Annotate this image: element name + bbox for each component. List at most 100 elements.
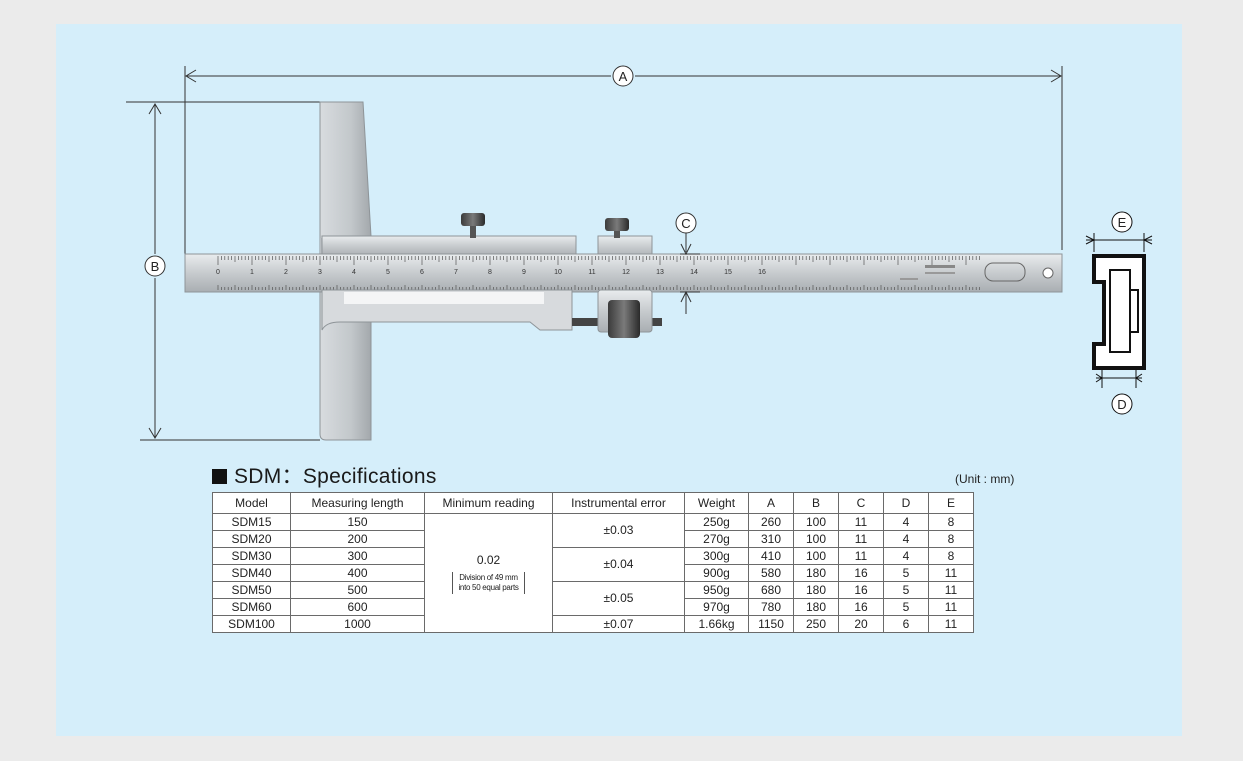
dimension-c — [675, 212, 700, 314]
dimension-b-label: B — [151, 259, 160, 274]
cell-length: 500 — [290, 581, 425, 599]
header-c: C — [838, 492, 884, 514]
dimension-d-label: D — [1117, 397, 1126, 412]
scale-number: 15 — [724, 269, 732, 276]
cell-length: 150 — [290, 513, 425, 531]
cell-weight: 270g — [684, 530, 749, 548]
scale-number: 16 — [758, 269, 766, 276]
cell-weight: 950g — [684, 581, 749, 599]
scale-number: 0 — [216, 269, 220, 276]
cell-model: SDM40 — [212, 564, 291, 582]
cell-error: ±0.04 — [552, 547, 685, 582]
cell-error: ±0.05 — [552, 581, 685, 616]
cell-a: 580 — [748, 564, 794, 582]
table-row: SDM15 150 0.02 Division of 49 mm into 50… — [212, 513, 974, 633]
main-beam — [184, 253, 1063, 293]
scale-number: 6 — [420, 269, 424, 276]
cell-model: SDM60 — [212, 598, 291, 616]
clamp-screw-right — [597, 218, 653, 259]
cell-e: 11 — [928, 615, 974, 633]
header-b: B — [793, 492, 839, 514]
spec-title: SDM：Specifications — [212, 460, 437, 490]
cell-a: 1150 — [748, 615, 794, 633]
fine-adjustment — [572, 289, 662, 338]
cell-length: 200 — [290, 530, 425, 548]
cell-b: 100 — [793, 547, 839, 565]
scale-number: 8 — [488, 269, 492, 276]
scale-number: 1 — [250, 269, 254, 276]
cell-e: 8 — [928, 547, 974, 565]
header-a: A — [748, 492, 794, 514]
cell-c: 20 — [838, 615, 884, 633]
cell-weight: 250g — [684, 513, 749, 531]
cell-model: SDM50 — [212, 581, 291, 599]
cell-d: 5 — [883, 564, 929, 582]
cell-c: 11 — [838, 530, 884, 548]
cell-a: 310 — [748, 530, 794, 548]
header-measuring-length: Measuring length — [290, 492, 425, 514]
spec-title-text: SDM：Specifications — [234, 465, 437, 488]
scale-number: 12 — [622, 269, 630, 276]
cell-a: 410 — [748, 547, 794, 565]
min-reading-note-line2: into 50 equal parts — [458, 582, 519, 592]
scale-number: 3 — [318, 269, 322, 276]
scale-number: 7 — [454, 269, 458, 276]
header-model: Model — [212, 492, 291, 514]
title-square-icon — [212, 469, 227, 484]
header-e: E — [928, 492, 974, 514]
cell-c: 16 — [838, 598, 884, 616]
table-row: SDM100 1000 ±0.07 1.66kg 1150 250 20 6 1… — [212, 615, 974, 633]
cell-b: 100 — [793, 530, 839, 548]
cross-section — [1085, 211, 1153, 415]
cell-d: 5 — [883, 598, 929, 616]
header-d: D — [883, 492, 929, 514]
cell-model: SDM100 — [212, 615, 291, 633]
min-reading-value: 0.02 — [476, 552, 501, 567]
dimension-b — [126, 101, 320, 441]
cell-e: 8 — [928, 530, 974, 548]
cell-d: 4 — [883, 513, 929, 531]
cell-b: 180 — [793, 598, 839, 616]
cell-e: 11 — [928, 581, 974, 599]
clamp-screw-left — [461, 213, 485, 238]
cell-c: 16 — [838, 564, 884, 582]
header-instrumental-error: Instrumental error — [552, 492, 685, 514]
cell-model: SDM20 — [212, 530, 291, 548]
cell-a: 680 — [748, 581, 794, 599]
cell-weight: 1.66kg — [684, 615, 749, 633]
cell-model: SDM15 — [212, 513, 291, 531]
dimension-a — [184, 65, 1063, 290]
cell-weight: 900g — [684, 564, 749, 582]
cell-d: 6 — [883, 615, 929, 633]
cell-minimum-reading: 0.02 Division of 49 mm into 50 equal par… — [424, 513, 553, 633]
table-row: SDM50 500 ±0.05 950g 680 180 16 5 11 — [212, 581, 974, 616]
cell-c: 16 — [838, 581, 884, 599]
cell-e: 11 — [928, 564, 974, 582]
cell-length: 400 — [290, 564, 425, 582]
scale-number: 9 — [522, 269, 526, 276]
cell-length: 600 — [290, 598, 425, 616]
cell-d: 4 — [883, 547, 929, 565]
scale-number: 10 — [554, 269, 562, 276]
cell-c: 11 — [838, 513, 884, 531]
cell-d: 4 — [883, 530, 929, 548]
cell-b: 180 — [793, 581, 839, 599]
unit-label: (Unit : mm) — [955, 472, 1015, 486]
min-reading-note: Division of 49 mm into 50 equal parts — [452, 571, 525, 594]
table-row: SDM20 200 270g 310 100 11 4 8 — [212, 530, 974, 548]
cell-a: 780 — [748, 598, 794, 616]
vernier-plate — [321, 289, 573, 331]
cell-b: 250 — [793, 615, 839, 633]
header-minimum-reading: Minimum reading — [424, 492, 553, 514]
cell-length: 300 — [290, 547, 425, 565]
header-weight: Weight — [684, 492, 749, 514]
dimension-c-label: C — [681, 216, 690, 231]
cell-length: 1000 — [290, 615, 425, 633]
dimension-a-label: A — [619, 69, 628, 84]
scale-number: 4 — [352, 269, 356, 276]
cell-d: 5 — [883, 581, 929, 599]
cell-error: ±0.07 — [552, 615, 685, 633]
scale-number: 11 — [588, 269, 595, 276]
cell-b: 100 — [793, 513, 839, 531]
